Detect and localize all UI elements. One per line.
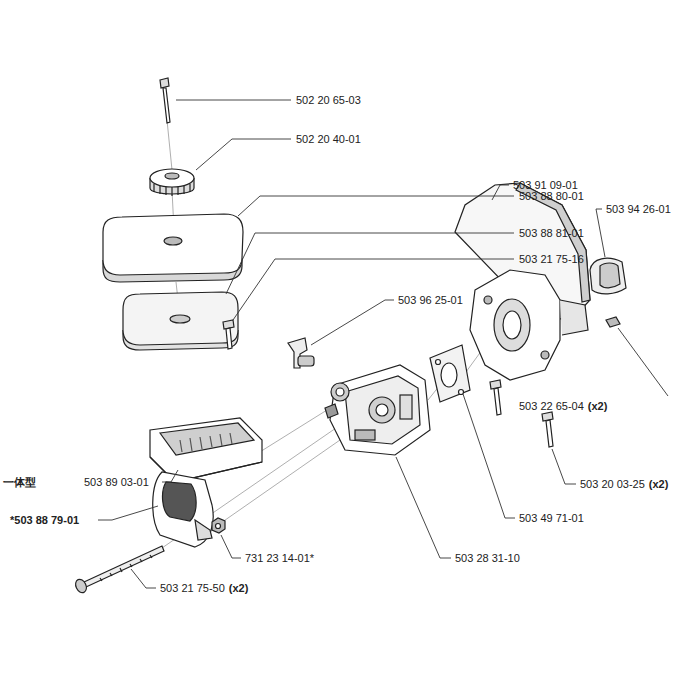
part-number: 503 96 25-01 — [398, 294, 463, 306]
part-number: *503 88 79-01 — [10, 514, 79, 526]
part-number: 503 94 26-01 — [606, 203, 671, 215]
part-number: 503 21 75-16 — [519, 253, 584, 265]
part-number: 503 22 65-04 — [519, 400, 584, 412]
air-filter-parts — [74, 78, 262, 594]
part-number: 503 49 71-01 — [519, 512, 584, 524]
housing-parts — [455, 183, 626, 447]
part-number: 一体型 — [3, 476, 36, 488]
quantity-note: (x2) — [229, 582, 249, 594]
quantity-note: (x2) — [588, 400, 608, 412]
part-number: 502 20 40-01 — [296, 133, 361, 145]
part-number: 503 91 09-01 — [513, 179, 578, 191]
part-number: 503 28 31-10 — [455, 552, 520, 564]
quantity-note: (x2) — [649, 478, 669, 490]
part-number: 503 89 03-01 — [84, 476, 149, 488]
part-number: 731 23 14-01* — [245, 552, 314, 564]
part-number: 503 88 81-01 — [519, 227, 584, 239]
part-number: 503 88 80-01 — [519, 190, 584, 202]
carburettor-parts — [288, 338, 470, 455]
part-number: 502 20 65-03 — [296, 94, 361, 106]
part-number: 503 21 75-50 — [160, 582, 225, 594]
leader-lines — [98, 100, 668, 588]
part-number: 503 20 03-25 — [580, 478, 645, 490]
